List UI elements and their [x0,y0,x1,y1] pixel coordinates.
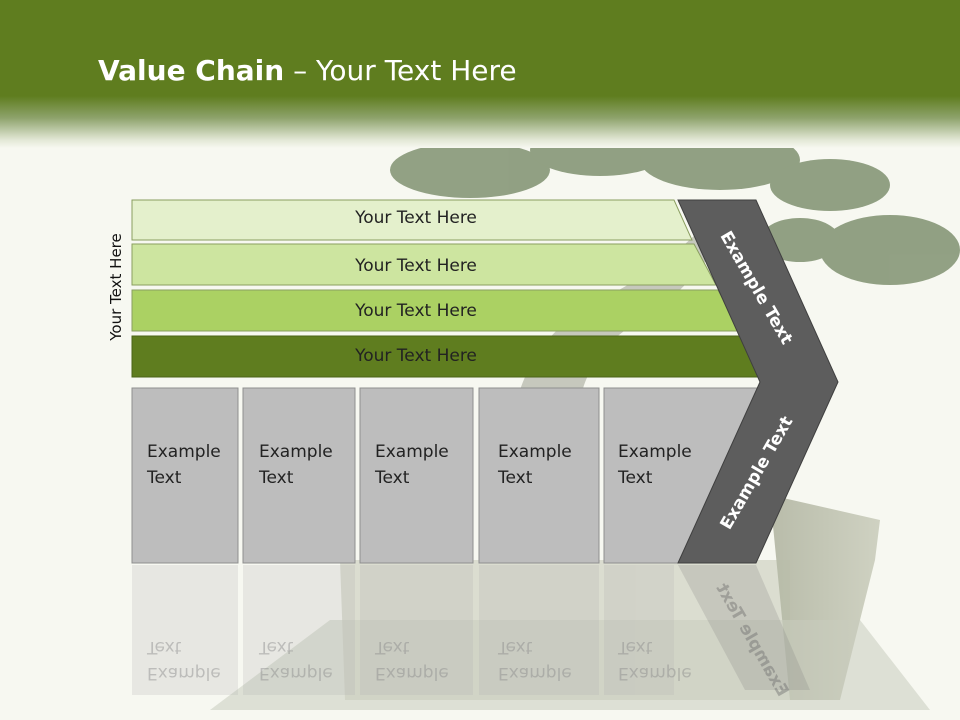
activity-box-1 [131,387,239,564]
box-2-reflection: Example Text [259,634,333,686]
box-4-reflection: Example Text [498,634,572,686]
margin-chevron [677,199,839,564]
activity-box-3 [359,387,474,564]
band-2-label: Your Text Here [355,256,477,276]
box-5-refl-line1: Example [618,663,692,683]
box-5-reflection: Example Text [618,634,692,686]
box-2-line2: Text [259,468,294,488]
box-1-refl-line2: Text [147,637,182,657]
band-4-label: Your Text Here [355,346,477,366]
box-3-refl-line2: Text [375,637,410,657]
box-3-line2: Text [375,468,410,488]
title-rest: – Your Text Here [284,54,517,87]
title-bold: Value Chain [98,54,285,87]
band-1 [131,199,693,241]
box-3-reflection: Example Text [375,634,449,686]
band-1-label: Your Text Here [355,208,477,228]
box-2-refl-line1: Example [259,663,333,683]
box-1-line2: Text [147,468,182,488]
box-4-refl-line2: Text [498,637,533,657]
box-1-line1: Example [147,442,221,462]
side-label: Your Text Here [107,233,125,341]
box-4-line1: Example [498,442,572,462]
box-4-refl-line1: Example [498,663,572,683]
band-3-label: Your Text Here [355,301,477,321]
box-4-line2: Text [498,468,533,488]
box-2-line1: Example [259,442,333,462]
box-3-refl-line1: Example [375,663,449,683]
header-bar [0,0,960,148]
slide-title: Value Chain – Your Text Here [98,54,517,87]
box-5-line2: Text [618,468,653,488]
box-5-refl-line2: Text [618,637,653,657]
box-3-line1: Example [375,442,449,462]
activity-box-2 [242,387,356,564]
box-1-refl-line1: Example [147,663,221,683]
box-5-line1: Example [618,442,692,462]
box-1-reflection: Example Text [147,634,221,686]
box-2-refl-line2: Text [259,637,294,657]
activity-box-4 [478,387,600,564]
